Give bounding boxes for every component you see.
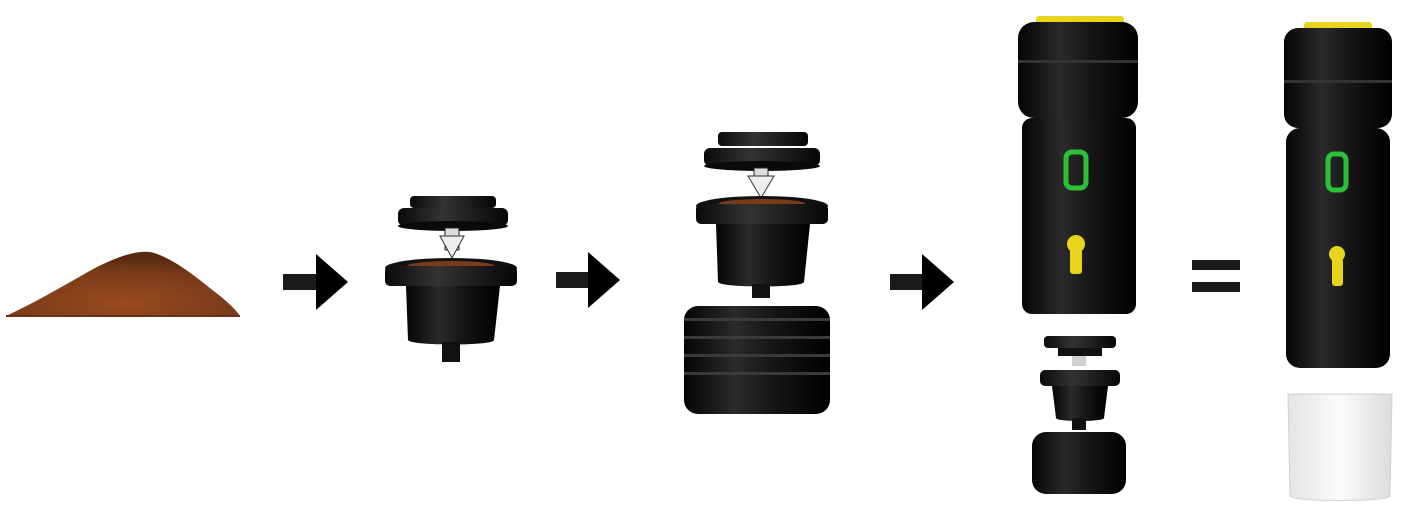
capsule-holder-icon [385,196,517,362]
arrow-icon [283,254,348,310]
espresso-maker-assembled-icon [1284,22,1392,501]
espresso-maker-exploded-icon [1018,16,1138,494]
capsule-holder-base-icon [684,132,830,414]
equals-icon [1192,260,1240,292]
arrow-icon [556,252,620,308]
arrow-icon [890,254,954,310]
coffee-grounds-pile-icon [6,252,240,316]
